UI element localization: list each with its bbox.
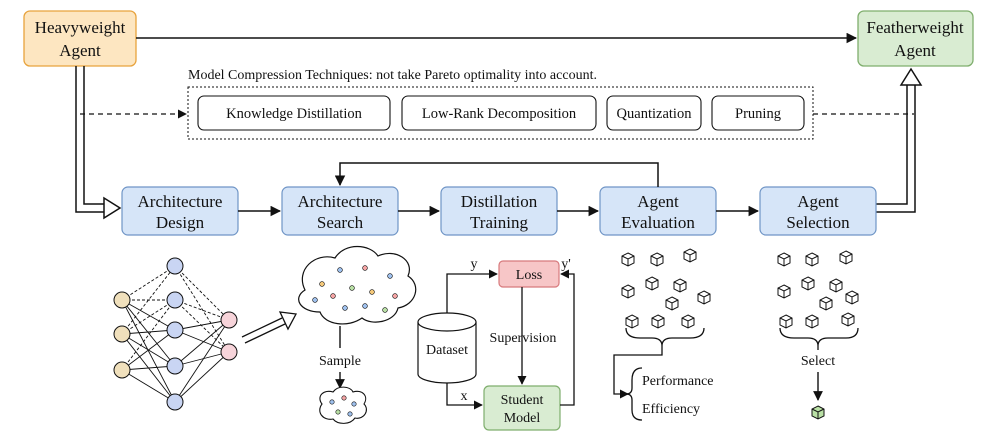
pipeline-step-label-line2: Search [317,213,364,232]
compression-techniques-box [187,86,814,140]
dataset-cylinder [417,312,477,384]
student-model-label-line1: Student [501,393,544,408]
pipeline-step: Architecture Search [281,186,399,236]
pipeline-step-label-line1: Distillation [461,192,538,211]
double-arrow-to-design [75,66,104,213]
supervision-label: Supervision [490,331,557,346]
select-label: Select [801,354,835,369]
technique-box [401,95,597,131]
pipeline-step-label-line2: Evaluation [621,213,695,232]
y-label: y [471,257,478,272]
student-model-box [483,385,561,431]
performance-label: Performance [642,374,714,389]
label-y-arrow [446,269,498,313]
technique-box [711,95,805,131]
double-arrow-to-featherweight [876,85,916,213]
selected-agent-cube [811,405,825,420]
pipeline-step-label-line2: Selection [786,213,850,232]
pipeline-step-label-line1: Agent [797,192,839,211]
pipeline-step-label-line1: Agent [637,192,679,211]
hollow-arrow-head [278,311,298,331]
y-prime-label: y' [561,257,571,272]
sample-label: Sample [319,354,361,369]
technique-label: Quantization [617,106,693,122]
pipeline-step: Agent Selection [759,186,877,236]
technique-box [197,95,391,131]
technique-label: Low-Rank Decomposition [422,106,577,122]
compression-caption: Model Compression Techniques: not take P… [188,68,597,83]
student-model-label-line2: Model [504,411,541,426]
technique-box [606,95,702,131]
heavyweight-agent-label-line2: Agent [59,41,101,60]
double-arrow-head [103,196,122,220]
loss-box [498,260,560,288]
input-x-arrow [446,383,483,410]
pipeline-step-label-line1: Architecture [138,192,223,211]
neural-network-illustration [113,257,238,411]
metrics-brace [625,367,643,421]
search-space-cloud [298,245,417,325]
prediction-arrow [560,269,575,406]
pipeline-step: Agent Evaluation [599,186,717,236]
featherweight-agent-box [857,10,974,67]
selection-candidates [777,250,859,329]
pipeline-step: Distillation Training [440,186,558,236]
efficiency-label: Efficiency [642,402,700,417]
selection-brace [779,327,859,347]
loss-label: Loss [516,268,542,283]
featherweight-agent-label-line1: Featherweight [866,18,964,37]
featherweight-agent-label-line2: Agent [894,41,936,60]
feedback-loop-arrow [334,162,659,187]
pipeline-step-label-line2: Design [156,213,205,232]
evaluation-candidates [621,248,711,329]
evaluation-brace [625,327,705,347]
technique-label: Knowledge Distillation [226,106,362,122]
sampled-architecture-cloud [319,386,367,424]
dataset-label: Dataset [426,343,468,358]
double-arrow-head [899,67,923,86]
technique-label: Pruning [735,106,781,122]
x-label: x [461,389,468,404]
heavyweight-agent-label-line1: Heavyweight [35,18,126,37]
pipeline-step-label-line2: Training [470,213,528,232]
evaluation-connector [613,346,663,399]
pipeline-step-label-line1: Architecture [298,192,383,211]
hollow-arrow-to-search-space [241,317,286,344]
pipeline-step: Architecture Design [121,186,239,236]
